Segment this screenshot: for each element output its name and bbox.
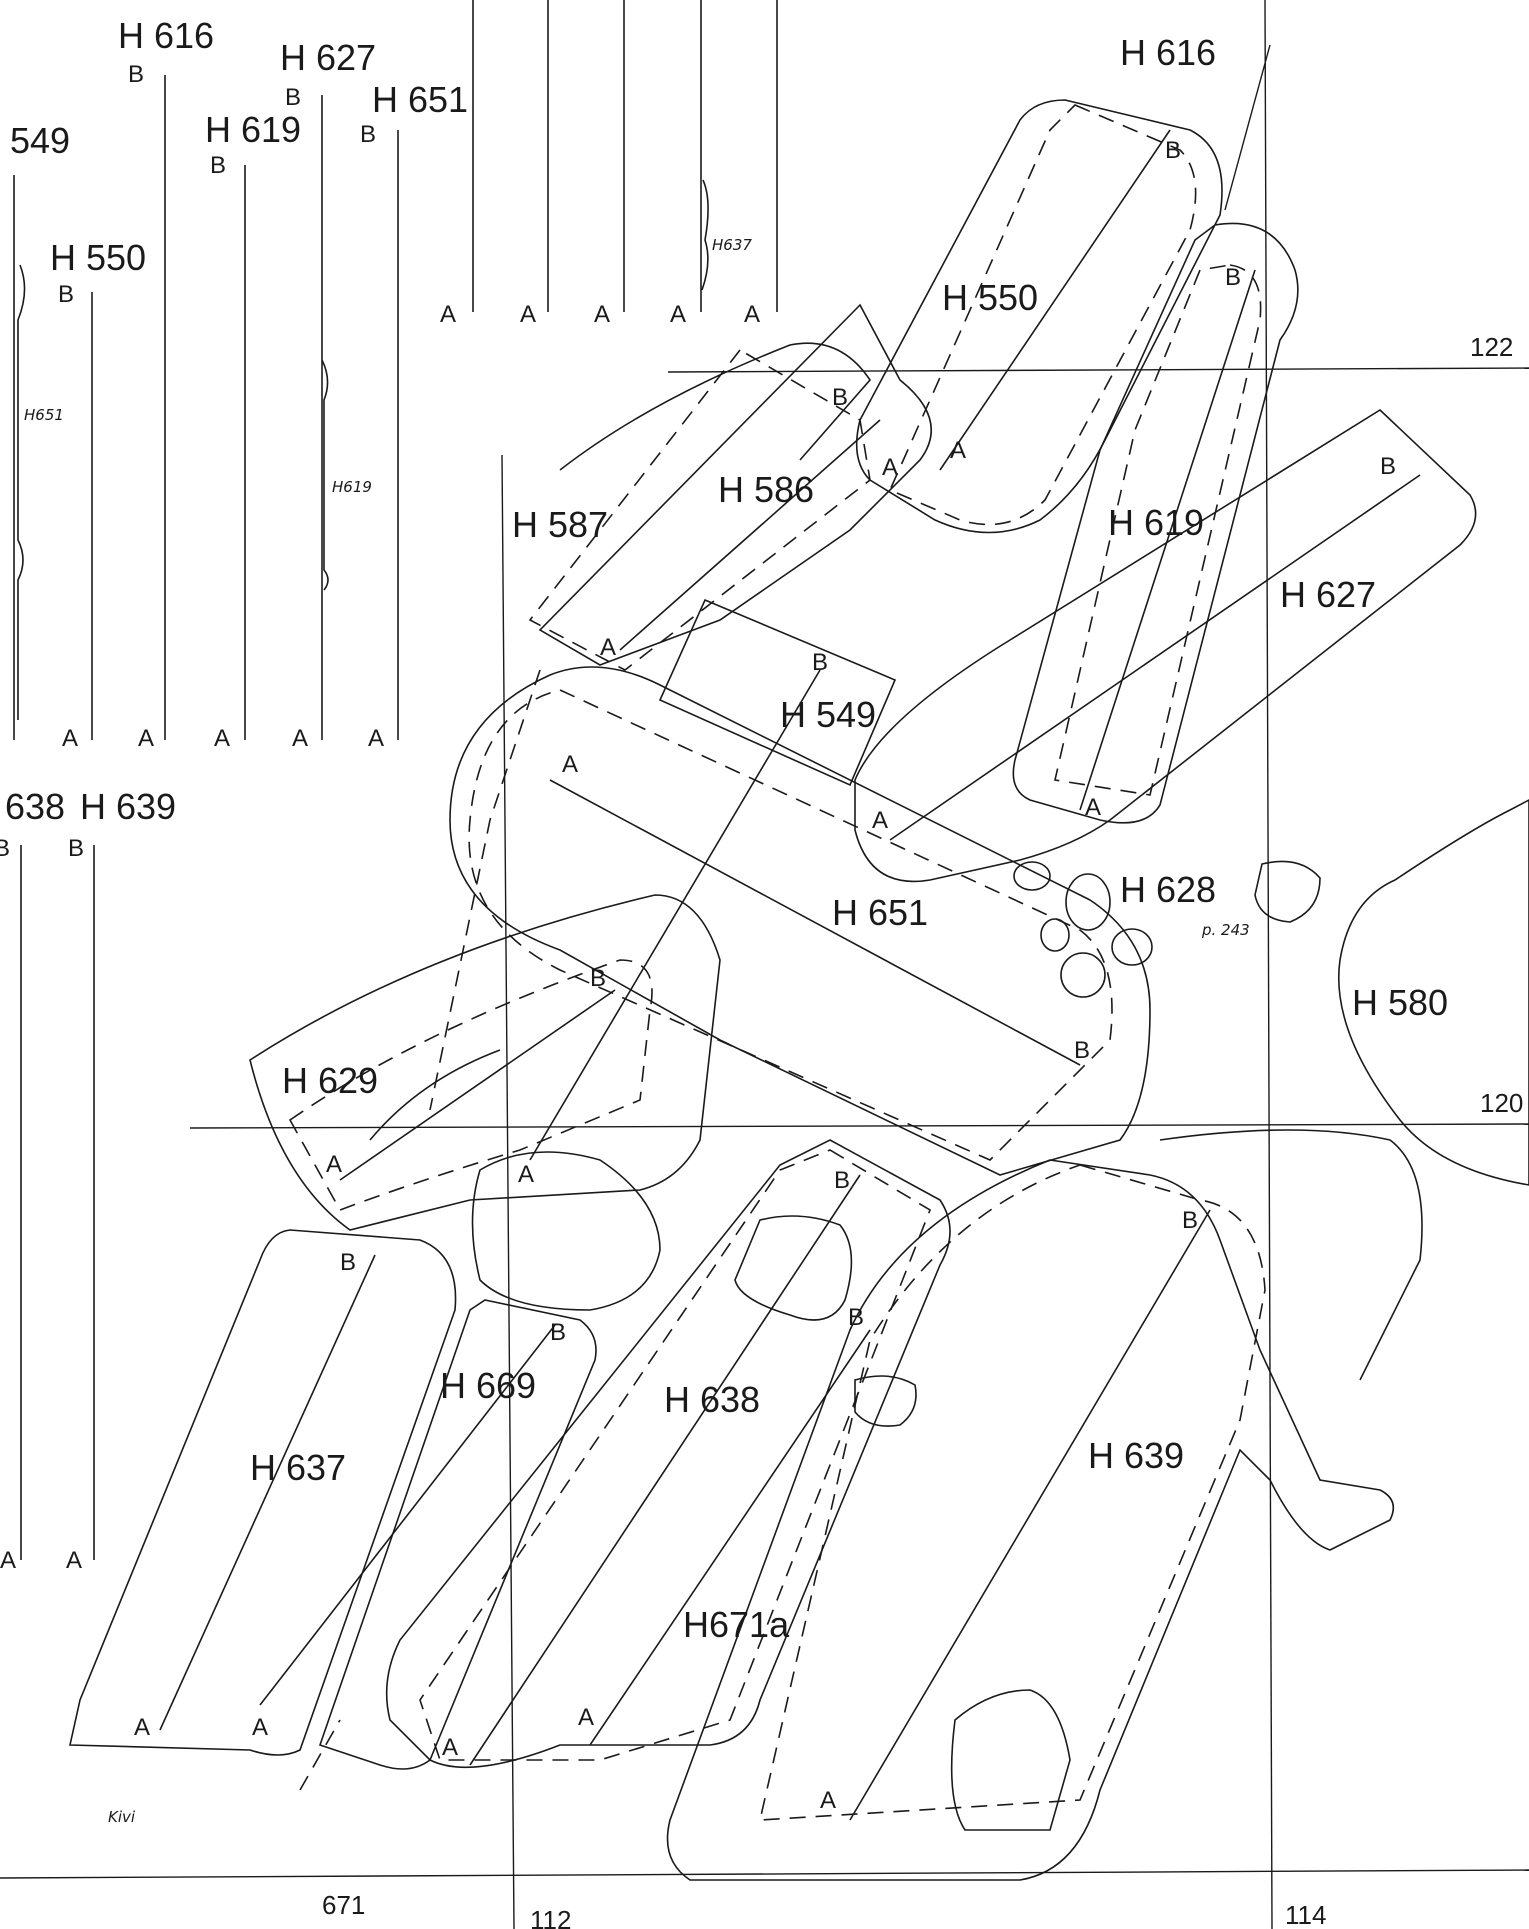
section-a-h587: A xyxy=(600,634,616,661)
profile-label-549: 549 xyxy=(10,120,70,161)
profile-label-h639: H 639 xyxy=(80,786,176,827)
grid-label-114: 114 xyxy=(1285,1900,1326,1929)
section-b-h639: B xyxy=(1182,1207,1198,1234)
section-b-h586: B xyxy=(832,384,848,411)
profile-marker-a-6: A xyxy=(440,301,456,328)
section-a-h550: A xyxy=(950,437,966,464)
grid-label-112: 112 xyxy=(530,1905,571,1929)
stone-note-kivi: Kivi xyxy=(108,1808,136,1826)
feature-label-h639: H 639 xyxy=(1088,1435,1184,1476)
section-b-h629: B xyxy=(590,965,606,992)
section-b-h549: B xyxy=(812,649,828,676)
profile-note-h651: H651 xyxy=(24,406,64,424)
profile-marker-a-9: A xyxy=(670,301,686,328)
profile-label-h651: H 651 xyxy=(372,79,468,120)
profile-label-h619: H 619 xyxy=(205,109,301,150)
section-b-h550: B xyxy=(1165,137,1181,164)
section-b-h638: B xyxy=(834,1167,850,1194)
profile-marker-a-2: A xyxy=(138,725,154,752)
section-b-h651: B xyxy=(1074,1037,1090,1064)
feature-label-h619: H 619 xyxy=(1108,502,1204,543)
profile-marker-b-h616: B xyxy=(128,61,144,88)
section-a-h638: A xyxy=(442,1734,458,1761)
profile-note-h637: H637 xyxy=(712,236,752,254)
section-b-h637: B xyxy=(340,1249,356,1276)
section-b-h669: B xyxy=(550,1319,566,1346)
section-a-h669: A xyxy=(252,1714,268,1741)
section-b-h619: B xyxy=(1225,264,1241,291)
stone-note-p243: p. 243 xyxy=(1201,921,1250,939)
profile-sections xyxy=(13,0,778,1560)
section-b-h671a: B xyxy=(848,1304,864,1331)
feature-label-h629: H 629 xyxy=(282,1060,378,1101)
profile-marker-b-h619: B xyxy=(210,152,226,179)
feature-label-h637: H 637 xyxy=(250,1447,346,1488)
profile-marker-a-12: A xyxy=(66,1547,82,1574)
profile-marker-b-h651: B xyxy=(360,121,376,148)
grid-label-122: 122 xyxy=(1470,332,1513,362)
profile-marker-a-3: A xyxy=(214,725,230,752)
profile-marker-b-h639: B xyxy=(68,835,84,862)
profile-label-h550: H 550 xyxy=(50,237,146,278)
profile-marker-a-7: A xyxy=(520,301,536,328)
grid-label-120: 120 xyxy=(1480,1088,1523,1118)
feature-label-h628: H 628 xyxy=(1120,869,1216,910)
profile-marker-a-10: A xyxy=(744,301,760,328)
feature-label-h638: H 638 xyxy=(664,1379,760,1420)
section-a-h639: A xyxy=(820,1787,836,1814)
profile-label-638: 638 xyxy=(5,786,65,827)
profile-label-h627: H 627 xyxy=(280,37,376,78)
section-a-h671a: A xyxy=(578,1704,594,1731)
profile-marker-a-8: A xyxy=(594,301,610,328)
profile-marker-a-1: A xyxy=(62,725,78,752)
feature-label-h587: H 587 xyxy=(512,504,608,545)
section-a-h651: A xyxy=(562,751,578,778)
section-a-h616: A xyxy=(882,454,898,481)
section-a-h619: A xyxy=(1085,794,1101,821)
section-a-h637: A xyxy=(134,1714,150,1741)
feature-label-h580: H 580 xyxy=(1352,982,1448,1023)
profile-marker-b-h627: B xyxy=(285,84,301,111)
profile-marker-a-4: A xyxy=(292,725,308,752)
profile-marker-b-h638: B xyxy=(0,835,10,862)
section-lines xyxy=(159,129,1421,1821)
profile-note-h619: H619 xyxy=(332,478,372,496)
feature-outlines xyxy=(69,99,1529,1881)
feature-label-h586: H 586 xyxy=(718,469,814,510)
section-b-h627: B xyxy=(1380,453,1396,480)
section-a-h549: A xyxy=(518,1161,534,1188)
feature-label-h616: H 616 xyxy=(1120,32,1216,73)
grid-label-671: 671 xyxy=(322,1890,365,1920)
feature-label-h669: H 669 xyxy=(440,1365,536,1406)
feature-label-h549: H 549 xyxy=(780,694,876,735)
feature-label-h550: H 550 xyxy=(942,277,1038,318)
feature-label-h627: H 627 xyxy=(1280,574,1376,615)
profile-marker-b-h550: B xyxy=(58,281,74,308)
section-a-h627: A xyxy=(872,807,888,834)
feature-label-h671a: H671a xyxy=(683,1604,790,1645)
profile-label-h616: H 616 xyxy=(118,15,214,56)
feature-label-h651: H 651 xyxy=(832,892,928,933)
profile-marker-a-5: A xyxy=(368,725,384,752)
section-a-h629: A xyxy=(326,1151,342,1178)
profile-marker-a-11: A xyxy=(0,1547,16,1574)
